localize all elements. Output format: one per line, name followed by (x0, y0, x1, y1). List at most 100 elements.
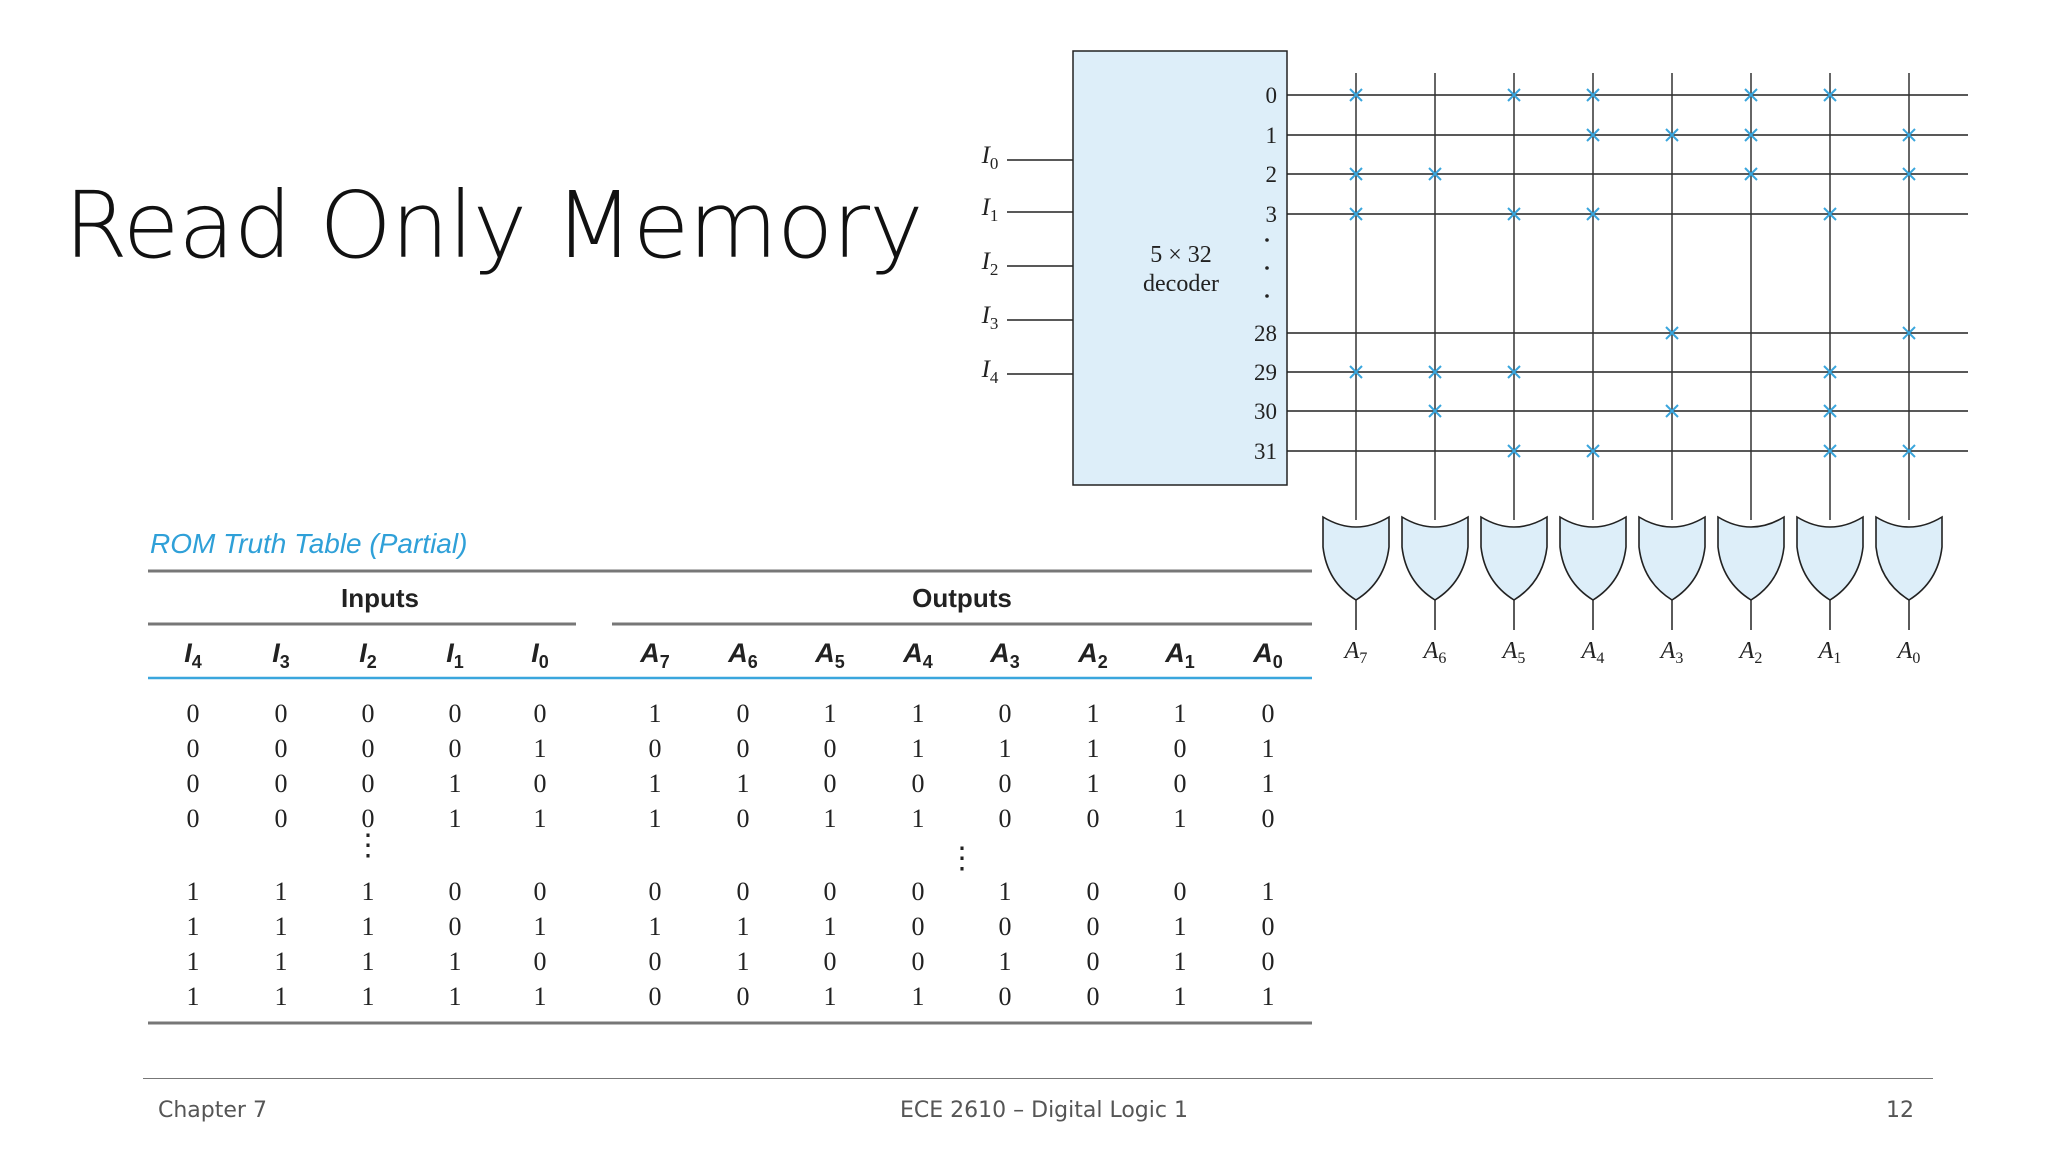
table-cell: 0 (737, 982, 750, 1011)
connection-cross (1349, 88, 1363, 102)
table-header-i0: I0 (531, 638, 549, 672)
table-cell: 0 (912, 912, 925, 941)
table-header-a4: A4 (902, 638, 933, 672)
connection-cross (1507, 444, 1521, 458)
table-cell: 0 (534, 947, 547, 976)
table-cell: 0 (275, 804, 288, 833)
table-cell: 1 (534, 982, 547, 1011)
table-cell: 1 (649, 804, 662, 833)
output-label-a7: A7 (1343, 638, 1368, 667)
table-cell: 1 (275, 947, 288, 976)
table-cell: 0 (449, 912, 462, 941)
table-header-a0: A0 (1252, 638, 1283, 672)
or-gate (1322, 515, 1390, 601)
table-cell: 1 (999, 877, 1012, 906)
table-cell: 0 (362, 804, 375, 833)
table-header-i3: I3 (272, 638, 290, 672)
table-cell: 0 (999, 699, 1012, 728)
table-cell: 1 (649, 912, 662, 941)
table-cell: 1 (1262, 734, 1275, 763)
decoder-block (1072, 50, 1288, 486)
connection-cross (1349, 365, 1363, 379)
table-cell: 1 (1174, 804, 1187, 833)
table-ellipsis: ⋮ (353, 828, 383, 863)
table-cell: 0 (999, 982, 1012, 1011)
slide-title: Read Only Memory (64, 172, 924, 279)
connection-cross (1428, 365, 1442, 379)
connection-cross (1902, 128, 1916, 142)
table-cell: 1 (649, 769, 662, 798)
connection-cross (1428, 167, 1442, 181)
table-cell: 0 (737, 804, 750, 833)
table-cell: 1 (362, 947, 375, 976)
table-cell: 0 (187, 699, 200, 728)
or-gate (1717, 515, 1785, 601)
output-label-a5: A5 (1501, 638, 1526, 667)
connection-cross (1823, 444, 1837, 458)
connection-cross (1823, 404, 1837, 418)
connection-cross (1586, 88, 1600, 102)
table-cell: 1 (187, 912, 200, 941)
table-group-inputs: Inputs (341, 583, 419, 613)
table-cell: 1 (912, 982, 925, 1011)
table-header-a6: A6 (727, 638, 758, 672)
decoder-ellipsis-dot (1265, 294, 1269, 298)
truth-table-caption: ROM Truth Table (Partial) (150, 528, 468, 559)
decoder-output-label: 28 (1254, 321, 1277, 346)
decoder-ellipsis-dot (1265, 238, 1269, 242)
table-cell: 0 (1262, 699, 1275, 728)
table-cell: 0 (737, 877, 750, 906)
connection-cross (1349, 167, 1363, 181)
decoder-label-line: decoder (1143, 271, 1219, 297)
input-label-i1: I1 (981, 194, 999, 225)
table-cell: 0 (649, 877, 662, 906)
table-cell: 0 (824, 769, 837, 798)
table-group-outputs: Outputs (912, 583, 1012, 613)
table-cell: 0 (362, 734, 375, 763)
table-cell: 0 (1087, 877, 1100, 906)
table-cell: 0 (1174, 877, 1187, 906)
table-cell: 0 (824, 877, 837, 906)
footer-divider (143, 1078, 1933, 1079)
table-header-a1: A1 (1164, 638, 1195, 672)
table-header-i4: I4 (184, 638, 202, 672)
connection-cross (1744, 128, 1758, 142)
table-cell: 0 (1174, 769, 1187, 798)
connection-cross (1902, 167, 1916, 181)
table-cell: 1 (824, 912, 837, 941)
output-label-a0: A0 (1896, 638, 1921, 667)
table-cell: 1 (824, 804, 837, 833)
table-cell: 1 (649, 699, 662, 728)
table-cell: 0 (649, 734, 662, 763)
table-cell: 1 (912, 804, 925, 833)
table-cell: 1 (275, 877, 288, 906)
output-label-a2: A2 (1738, 638, 1763, 667)
table-cell: 0 (449, 877, 462, 906)
connection-cross (1507, 207, 1521, 221)
connection-cross (1665, 128, 1679, 142)
connection-cross (1349, 207, 1363, 221)
table-cell: 1 (275, 982, 288, 1011)
table-cell: 0 (912, 769, 925, 798)
table-cell: 0 (912, 947, 925, 976)
table-cell: 1 (1262, 982, 1275, 1011)
table-cell: 0 (362, 699, 375, 728)
decoder-output-label: 29 (1254, 360, 1277, 385)
connection-cross (1428, 404, 1442, 418)
input-label-i4: I4 (981, 356, 999, 387)
table-cell: 1 (534, 804, 547, 833)
connection-cross (1586, 207, 1600, 221)
table-cell: 1 (534, 734, 547, 763)
table-cell: 0 (1262, 947, 1275, 976)
table-cell: 0 (999, 769, 1012, 798)
table-cell: 0 (187, 804, 200, 833)
table-header-a5: A5 (814, 638, 845, 672)
decoder-output-label: 3 (1266, 202, 1278, 227)
output-label-a3: A3 (1659, 638, 1684, 667)
output-label-a6: A6 (1422, 638, 1447, 667)
table-cell: 1 (449, 804, 462, 833)
table-cell: 1 (187, 982, 200, 1011)
or-gate (1401, 515, 1469, 601)
table-cell: 0 (534, 699, 547, 728)
